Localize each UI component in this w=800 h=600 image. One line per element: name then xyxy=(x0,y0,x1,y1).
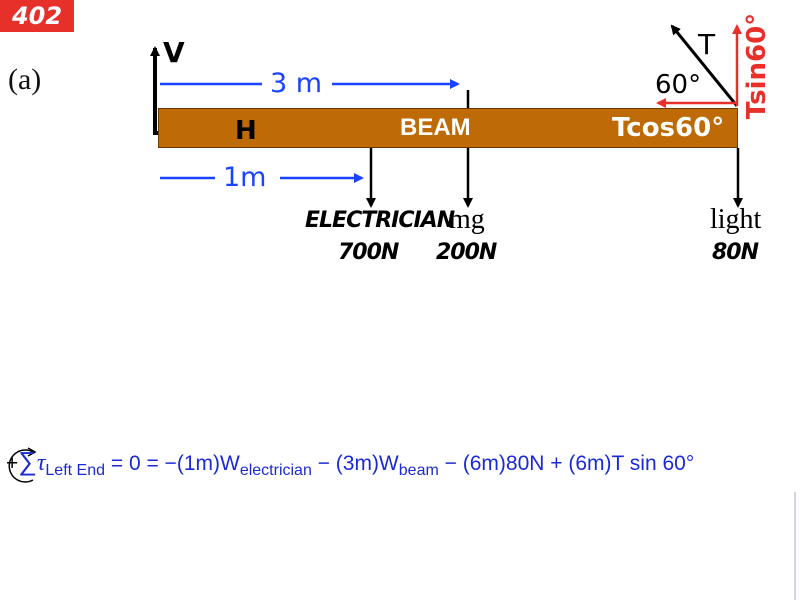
horizontal-reaction-label: H xyxy=(235,116,257,146)
tension-vertical-component-label: Tsin60° xyxy=(742,12,772,120)
beam-label: BEAM xyxy=(400,114,471,141)
right-edge-rule xyxy=(794,492,796,600)
part-label: (a) xyxy=(8,63,42,96)
beam-weight-value: 200N xyxy=(436,240,497,265)
light-load-name: light xyxy=(710,204,762,235)
equation-tail: − (6m)80N + (6m)T sin 60° xyxy=(438,452,695,475)
sum-symbol: ∑ xyxy=(18,446,37,476)
slide-number-badge: 402 xyxy=(0,0,74,32)
beam-weight-name: mg xyxy=(449,204,485,235)
torque-equation: +∑τLeft End = 0 = −(1m)Welectrician − (3… xyxy=(6,446,694,480)
equation-sign: + xyxy=(6,452,19,475)
equation-start: = 0 = −(1m)W xyxy=(105,452,240,475)
electrician-load-name: ELECTRICIAN xyxy=(305,208,455,233)
beam-subscript: beam xyxy=(398,462,439,480)
electrician-load-weight: 700N xyxy=(338,240,399,265)
tension-label: T xyxy=(698,28,716,61)
counterclockwise-rotation-icon xyxy=(8,447,37,483)
beam-cg-distance-label: 3 m xyxy=(270,68,323,99)
vertical-reaction-label: V xyxy=(163,36,185,69)
tension-angle-label: 60° xyxy=(655,70,702,100)
pivot-subscript: Left End xyxy=(45,462,106,480)
tension-horizontal-component-label: Tcos60° xyxy=(612,113,725,143)
equation-middle: − (3m)W xyxy=(311,452,399,475)
free-body-diagram xyxy=(150,24,743,208)
tau-symbol: τ xyxy=(36,450,46,476)
light-load-weight: 80N xyxy=(712,240,759,265)
beam xyxy=(158,108,738,148)
electrician-subscript: electrician xyxy=(239,462,312,480)
electrician-distance-label: 1m xyxy=(223,162,267,193)
tension-arrow xyxy=(670,24,739,107)
tension-vertical-component-label-box: Tsin60° xyxy=(727,6,787,126)
